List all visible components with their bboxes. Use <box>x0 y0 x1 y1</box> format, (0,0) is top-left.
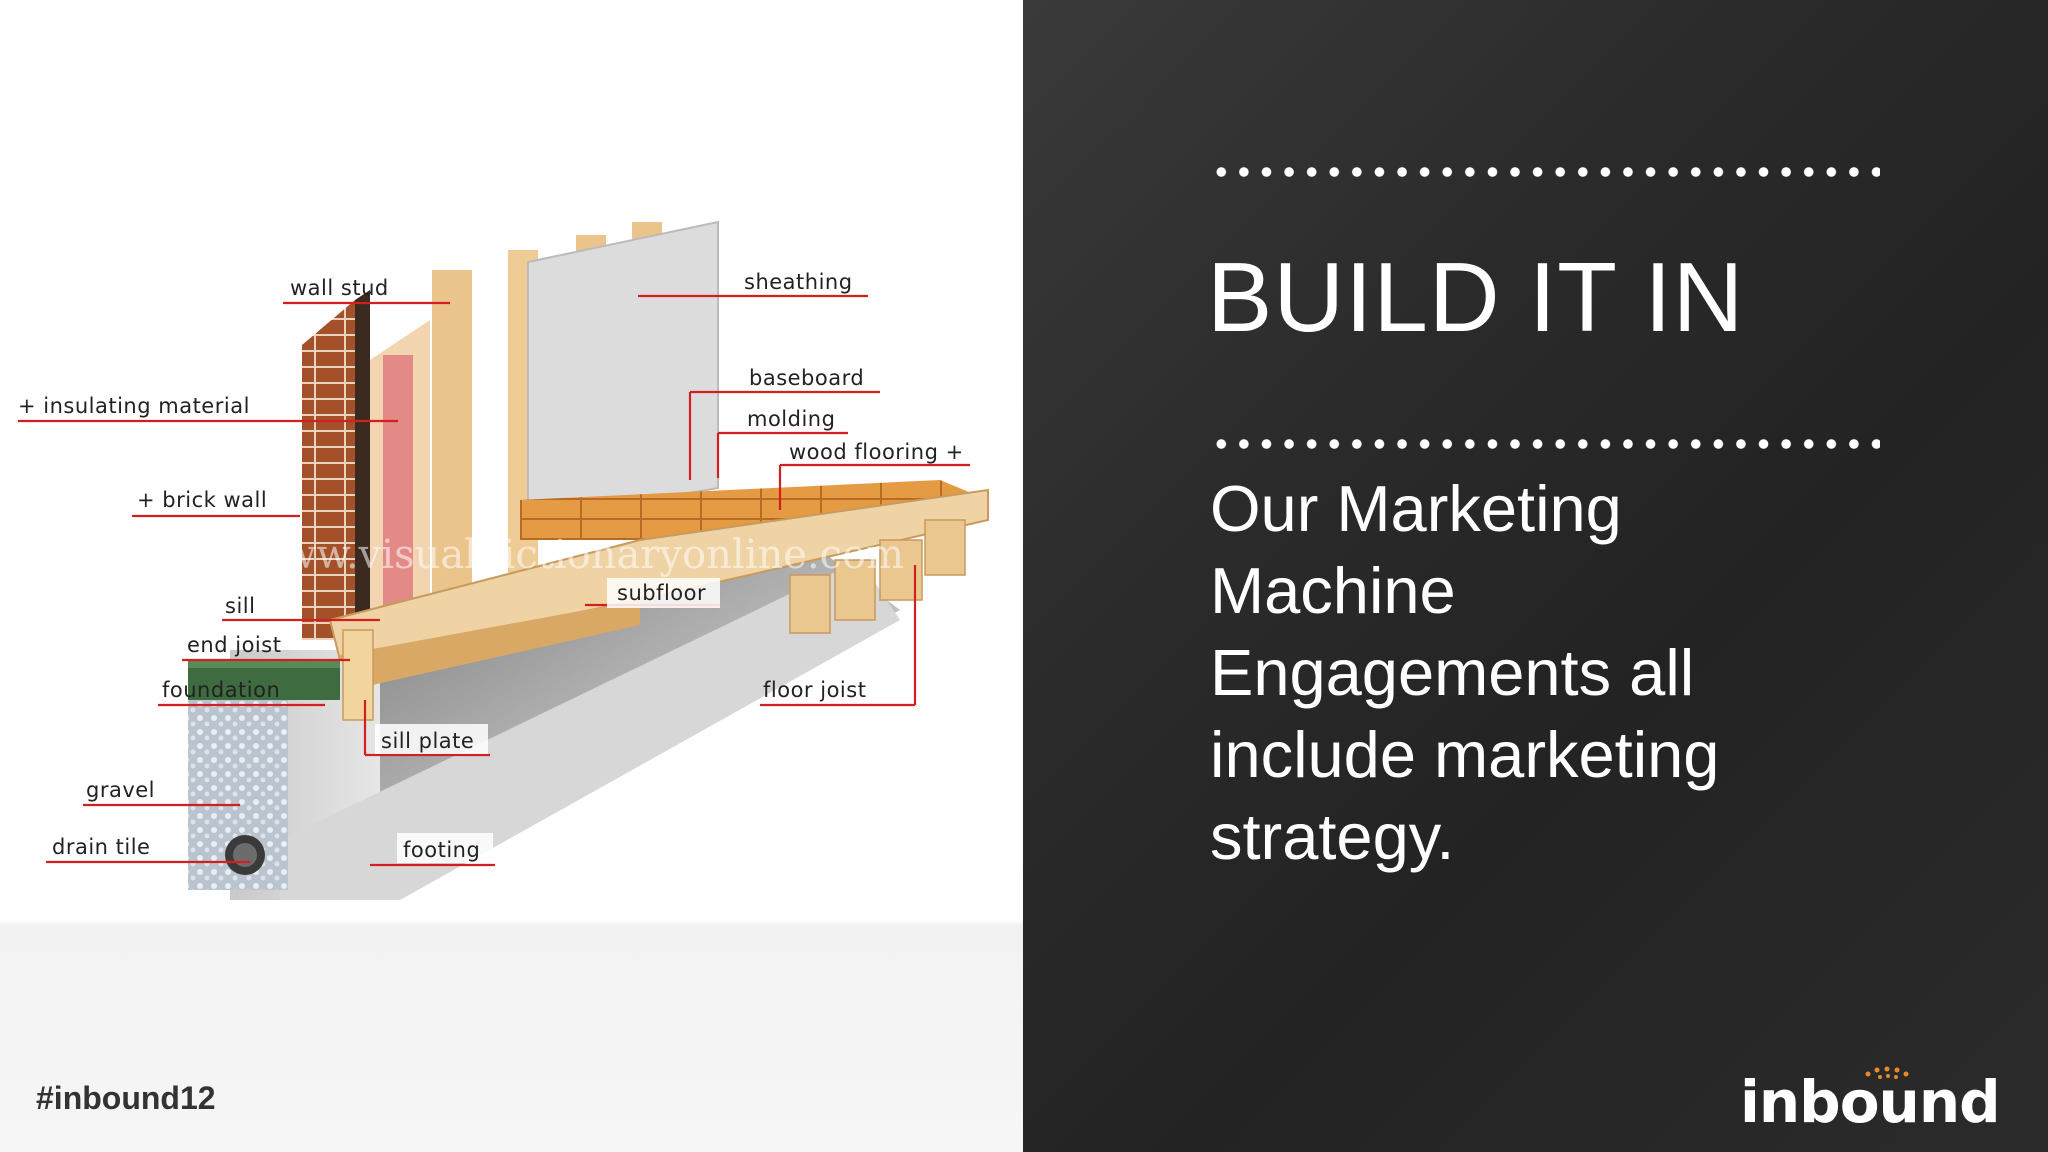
label-sill: sill <box>225 594 255 618</box>
house-framing-diagram: www.visualdictionaryonline.com wall stud… <box>18 220 989 900</box>
label-baseboard: baseboard <box>749 366 864 390</box>
wood-flooring <box>520 480 988 540</box>
foundation-top <box>188 665 340 700</box>
label-sheathing: sheathing <box>744 270 853 294</box>
slide-title: BUILD IT IN <box>1207 242 1745 352</box>
wall-stud-1 <box>432 270 472 620</box>
footing <box>280 560 900 900</box>
logo-wordmark: inbound <box>1740 1068 2000 1130</box>
label-brick-wall: + brick wall <box>137 488 267 512</box>
dotted-divider-bottom <box>1210 438 1880 450</box>
label-sill-plate: sill plate <box>381 729 474 753</box>
label-molding: molding <box>747 407 835 431</box>
label-end-joist: end joist <box>187 633 281 657</box>
end-joist <box>342 629 374 721</box>
label-wall-stud: wall stud <box>290 276 389 300</box>
hashtag-text: #inbound12 <box>36 1080 216 1116</box>
label-gravel: gravel <box>86 778 155 802</box>
label-subfloor: subfloor <box>617 581 706 605</box>
brick-wall <box>302 300 355 640</box>
label-wood-flooring: wood flooring + <box>789 440 964 464</box>
label-drain-tile: drain tile <box>52 835 150 859</box>
logo-radiating-dots-icon <box>1865 1066 1909 1079</box>
label-footing: footing <box>403 838 480 862</box>
text-panel <box>1023 0 2048 1152</box>
label-floor-joist: floor joist <box>763 678 866 702</box>
watermark-text: www.visualdictionaryonline.com <box>248 532 904 578</box>
slide-body-text: Our Marketing Machine Engagements all in… <box>1210 472 1720 873</box>
dotted-divider-top <box>1210 166 1880 178</box>
label-foundation: foundation <box>162 678 280 702</box>
inbound-logo: inbound <box>1740 1066 2001 1130</box>
label-insulating-material: + insulating material <box>18 394 250 418</box>
